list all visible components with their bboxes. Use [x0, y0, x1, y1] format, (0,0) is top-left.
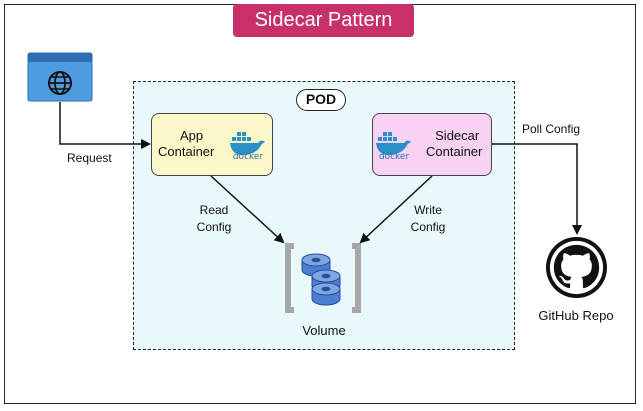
app-container-label: App Container	[158, 128, 214, 160]
docker-whale-icon: docker	[376, 132, 411, 160]
app-container-line1: App	[180, 128, 204, 143]
volume-label: Volume	[302, 323, 346, 338]
write-config-line1: Write	[414, 203, 442, 217]
sidecar-container-label: Sidecar Container	[426, 128, 482, 160]
github-repo-label: GitHub Repo	[538, 308, 614, 323]
volume-disks-icon	[285, 243, 361, 313]
docker-text-app: docker	[233, 152, 264, 160]
read-config-line1: Read	[199, 203, 229, 217]
sidecar-container-line1: Sidecar	[435, 128, 480, 143]
read-config-label: Read Config	[188, 202, 240, 236]
poll-config-label: Poll Config	[522, 122, 581, 136]
docker-text-sidecar: docker	[379, 152, 410, 160]
pod-label: POD	[296, 89, 346, 111]
docker-whale-icon: docker	[230, 132, 265, 160]
github-icon	[545, 236, 608, 299]
diagram-title: Sidecar Pattern	[233, 4, 414, 37]
sidecar-container-box	[372, 113, 492, 176]
request-label: Request	[67, 151, 112, 165]
browser-globe-icon	[27, 52, 93, 102]
write-config-label: Write Config	[402, 202, 454, 236]
write-config-line2: Config	[410, 220, 446, 234]
app-container-line2: Container	[158, 144, 215, 159]
read-config-line2: Config	[196, 220, 232, 234]
sidecar-container-line2: Container	[426, 144, 483, 159]
